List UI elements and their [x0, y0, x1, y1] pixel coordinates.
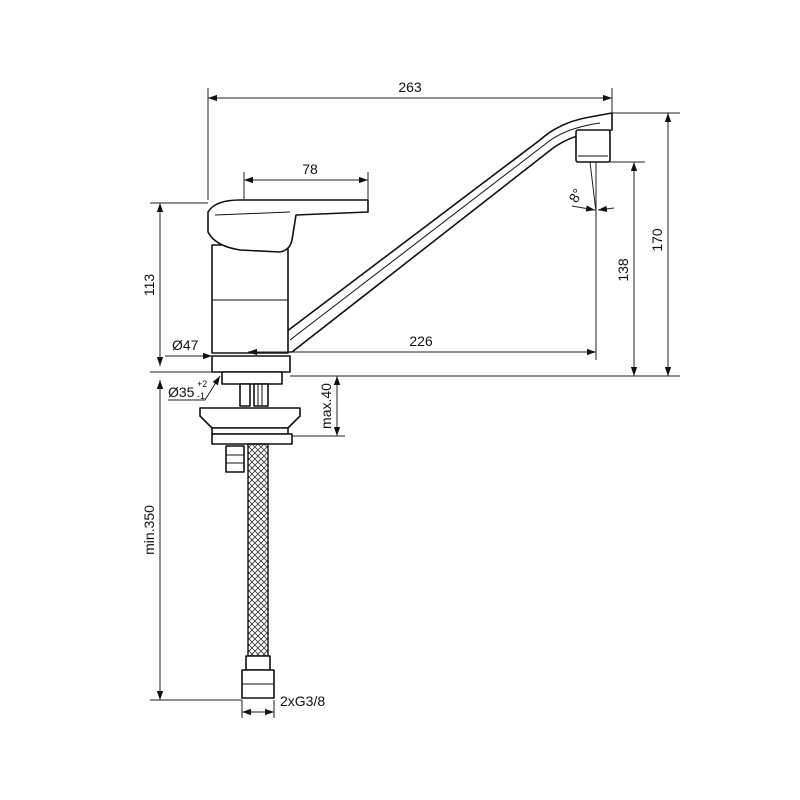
supply-hose	[241, 443, 275, 699]
faucet-body	[211, 244, 289, 354]
faucet-spout	[281, 112, 613, 353]
dim-body-height: 113	[141, 274, 157, 297]
mounting-assembly	[199, 355, 301, 473]
dim-hole-diameter: Ø35	[168, 384, 195, 400]
dim-overall-length: 263	[398, 79, 422, 95]
dim-overall-height: 170	[649, 228, 665, 252]
dim-hole-tol-upper: +2	[197, 379, 207, 389]
dim-hole-tol-lower: -1	[197, 391, 205, 401]
dim-body-diameter: Ø47	[172, 337, 199, 353]
dim-max-deck: max.40	[318, 383, 334, 429]
dimension-lines	[150, 88, 680, 718]
faucet-lever	[207, 199, 369, 253]
dim-connection: 2xG3/8	[280, 693, 325, 709]
dim-spout-angle: 8°	[565, 186, 586, 206]
dim-aerator-height: 138	[615, 258, 631, 282]
dim-lever-length: 78	[302, 161, 318, 177]
dim-spout-reach: 226	[409, 333, 433, 349]
dim-min-hose: min.350	[141, 505, 157, 555]
